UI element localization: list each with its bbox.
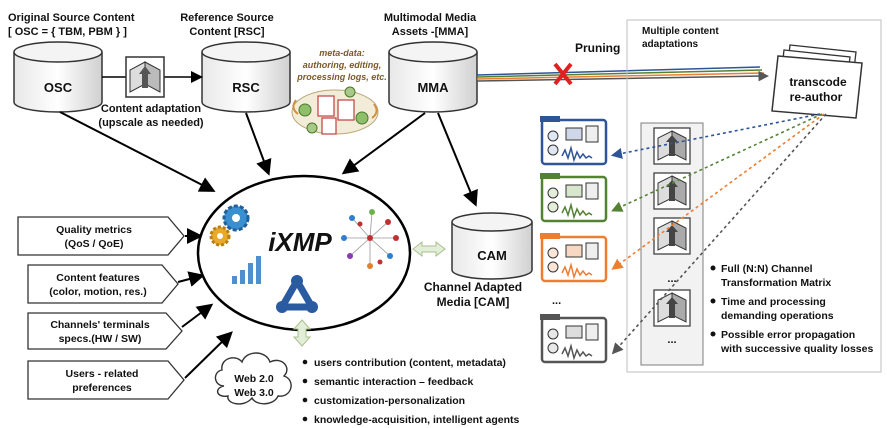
matrix-cells: [653, 127, 691, 327]
matrix-cell-2: [653, 172, 691, 210]
matrix-notes: Full (N:N) Channel Transformation Matrix…: [710, 263, 873, 355]
transcode-stack: transcode re-author: [771, 44, 863, 119]
media-card-green: [540, 173, 608, 223]
web-cloud-icon: Web 2.0 Web 3.0: [214, 352, 292, 405]
matrix-cell-4: [653, 289, 691, 327]
metadata-label-line3: processing logs, etc.: [296, 72, 387, 82]
arrows-into-ixmp: [59, 111, 478, 379]
matrix-note-2-line1: Time and processing: [721, 296, 826, 308]
input-content-features: Content features (color, motion, res.): [27, 264, 179, 304]
bullet-4: knowledge-acquisition, intelligent agent…: [314, 414, 520, 426]
input-4-line1: Users - related: [66, 368, 139, 380]
ixmp-hub: iXMP: [196, 174, 412, 332]
media-card-gray: [540, 314, 608, 364]
adaptations-panel: [626, 19, 882, 373]
ixmp-label: iXMP: [268, 227, 332, 257]
matrix-note-1-line2: Transformation Matrix: [721, 277, 831, 289]
osc-cylinder: OSC: [13, 41, 103, 113]
web-label-line1: Web 2.0: [234, 373, 274, 385]
bullet-2: semantic interaction – feedback: [314, 376, 473, 388]
multiple-label-line1: Multiple content: [642, 26, 719, 37]
metadata-icon: [291, 86, 379, 135]
rsc-label: RSC: [232, 80, 260, 95]
matrix-note-1-line1: Full (N:N) Channel: [721, 263, 813, 275]
cam-caption-line1: Channel Adapted: [424, 280, 522, 294]
transcode-label-line2: re-author: [790, 90, 843, 104]
rsc-cylinder: RSC: [201, 41, 291, 113]
matrix-ellipsis-1: ...: [667, 273, 676, 285]
bullet-3: customization-personalization: [314, 395, 465, 407]
input-4-line2: preferences: [72, 382, 132, 394]
media-card-orange: [540, 233, 608, 283]
transcode-to-media-dotted-lines: [610, 113, 827, 355]
adaptation-box-icon: [125, 56, 165, 98]
input-channels-terminals: Channels' terminals specs.(HW / SW): [27, 312, 183, 350]
mma-to-transcode-lines: [476, 66, 769, 82]
media-ellipsis: ...: [552, 295, 561, 307]
mma-title-line1: Multimodal Media: [384, 12, 477, 24]
metadata-label-line1: meta-data:: [319, 48, 365, 58]
web-bullets: users contribution (content, metadata) s…: [302, 357, 520, 426]
adaptation-label-line1: Content adaptation: [101, 103, 201, 115]
pruning-x-icon: [553, 62, 573, 86]
input-1-line1: Quality metrics: [56, 224, 132, 236]
adaptation-label-line2: (upscale as needed): [98, 117, 203, 129]
gears-icon: [209, 204, 250, 247]
transcode-label-line1: transcode: [789, 75, 847, 89]
network-icon: [276, 275, 318, 313]
graph-dots-icon: [341, 209, 399, 269]
bullet-1: users contribution (content, metadata): [314, 357, 506, 369]
rsc-title-line1: Reference Source: [180, 12, 274, 24]
input-3-line2: specs.(HW / SW): [59, 333, 142, 345]
cam-label: CAM: [477, 248, 507, 263]
cam-caption-line2: Media [CAM]: [437, 295, 510, 309]
ixmp-web-double-arrow: [292, 319, 312, 347]
osc-title-line1: Original Source Content: [8, 12, 135, 24]
rsc-title-line2: Content [RSC]: [189, 26, 264, 38]
matrix-ellipsis-2: ...: [667, 334, 676, 346]
matrix-cell-3: [653, 217, 691, 255]
mma-cylinder: MMA: [388, 41, 478, 113]
input-quality-metrics: Quality metrics (QoS / QoE): [17, 216, 185, 256]
matrix-note-2-line2: demanding operations: [721, 310, 834, 322]
osc-label: OSC: [44, 80, 73, 95]
input-2-line1: Content features: [56, 272, 140, 284]
ixmp-cam-double-arrow: [412, 240, 446, 258]
mma-title-line2: Assets -[MMA]: [392, 26, 469, 38]
mma-label: MMA: [417, 80, 449, 95]
multiple-label-line2: adaptations: [642, 39, 699, 50]
input-3-line1: Channels' terminals: [50, 319, 150, 331]
matrix-note-3-line2: with successive quality losses: [720, 343, 873, 355]
web-label-line2: Web 3.0: [234, 387, 274, 399]
matrix-note-3-line1: Possible error propagation: [721, 329, 855, 341]
cam-cylinder: CAM: [451, 212, 533, 280]
osc-title-line2: [ OSC = { TBM, PBM } ]: [8, 26, 127, 38]
input-1-line2: (QoS / QoE): [65, 238, 124, 250]
media-card-blue: [540, 116, 608, 166]
input-user-preferences: Users - related preferences: [27, 360, 185, 400]
input-2-line2: (color, motion, res.): [49, 286, 146, 298]
signal-bars-icon: [232, 256, 261, 284]
pruning-label: Pruning: [575, 41, 620, 55]
metadata-label-line2: authoring, editing,: [303, 60, 382, 70]
